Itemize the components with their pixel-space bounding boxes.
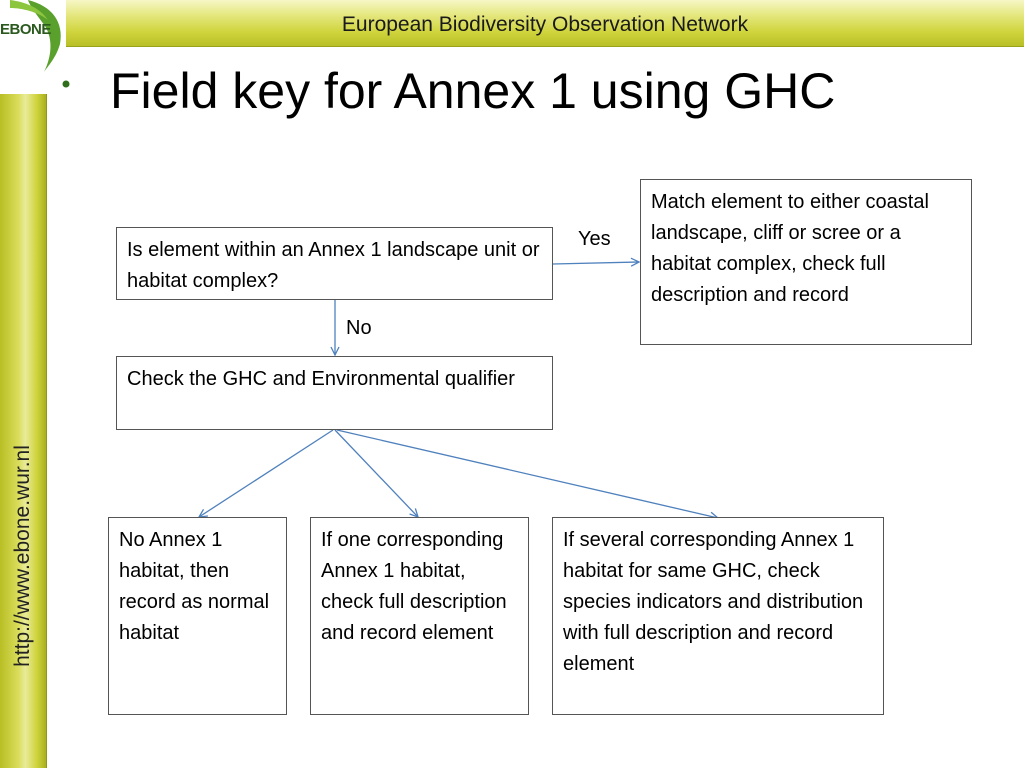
yes-label: Yes [578, 228, 611, 250]
ebone-logo: EBONE [0, 0, 74, 92]
arrow-to-no-annex [199, 429, 334, 517]
slide-title: Field key for Annex 1 using GHC [110, 63, 836, 119]
no-label: No [346, 317, 372, 339]
question-box: Is element within an Annex 1 landscape u… [116, 227, 553, 300]
header-title-text: European Biodiversity Observation Networ… [341, 13, 749, 36]
outcome-one-habitat-box: If one corresponding Annex 1 habitat, ch… [310, 517, 529, 715]
header-band [66, 0, 1024, 47]
header-title: European Biodiversity Observation Networ… [66, 0, 1024, 46]
side-strip [0, 94, 47, 768]
arrow-to-several [336, 429, 718, 518]
outcome-no-annex-box: No Annex 1 habitat, then record as norma… [108, 517, 287, 715]
arrow-to-one [334, 429, 418, 517]
side-url[interactable]: http://www.ebone.wur.nl [11, 445, 34, 667]
outcome-several-habitat-box: If several corresponding Annex 1 habitat… [552, 517, 884, 715]
arrow-yes [552, 262, 639, 264]
logo-text: EBONE [0, 21, 51, 38]
check-ghc-box: Check the GHC and Environmental qualifie… [116, 356, 553, 430]
match-element-box: Match element to either coastal landscap… [640, 179, 972, 345]
logo-graphic [10, 0, 70, 88]
